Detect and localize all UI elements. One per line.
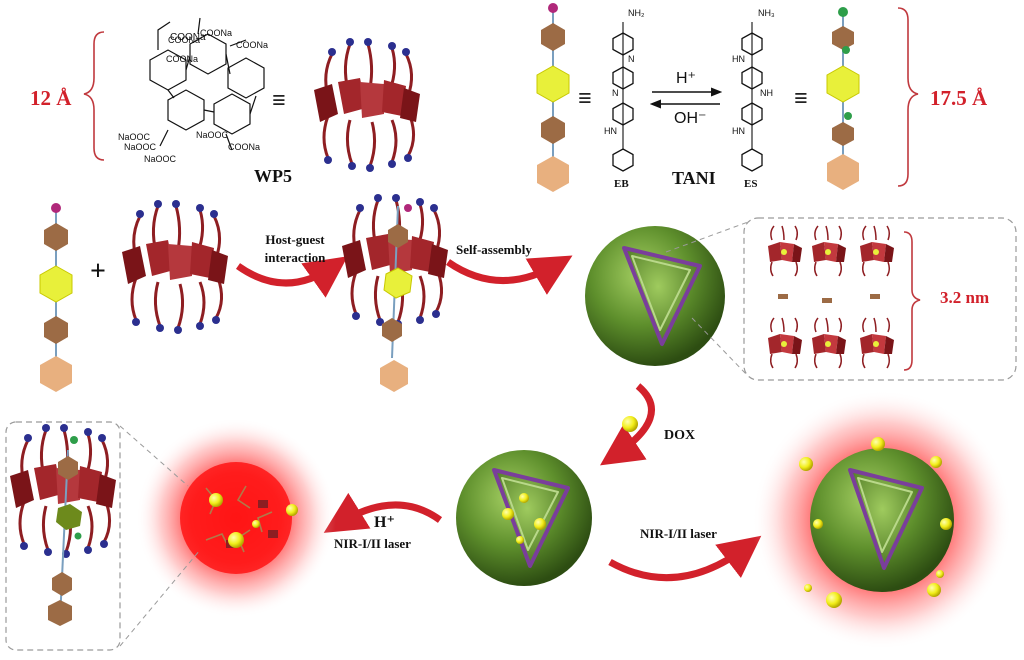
wp5-title: WP5 bbox=[254, 166, 292, 186]
release-left-arrow bbox=[323, 492, 443, 533]
release-right-arrow bbox=[608, 535, 762, 582]
eb-n-2: N bbox=[612, 88, 619, 98]
substituent-label: COONa bbox=[236, 40, 268, 50]
acid-label: H⁺ bbox=[676, 70, 696, 87]
guest-equiv-right: ≡ bbox=[794, 86, 808, 112]
wp5-brace bbox=[83, 31, 105, 161]
release-right-laser-label: NIR-I/II laser bbox=[640, 526, 717, 541]
tani-model-left bbox=[536, 2, 570, 193]
eb-hn: HN bbox=[604, 126, 617, 136]
eb-nh2: NH₂ bbox=[628, 8, 645, 18]
vesicle-loaded bbox=[456, 450, 592, 586]
tani-panel bbox=[536, 2, 919, 193]
host-size-label: 12 Å bbox=[30, 86, 72, 110]
es-hn-2: HN bbox=[732, 126, 745, 136]
layer-thickness-label: 3.2 nm bbox=[940, 288, 990, 307]
release-acid-label: H⁺ bbox=[374, 514, 395, 531]
host-guest-label-line2: interaction bbox=[264, 250, 326, 265]
es-structure bbox=[741, 22, 763, 172]
wp5-model bbox=[312, 36, 422, 174]
eb-n-1: N bbox=[628, 54, 635, 64]
wp5-structure bbox=[149, 17, 265, 151]
disassembled-glow bbox=[136, 418, 336, 618]
layer-inset bbox=[665, 217, 1017, 381]
es-label: ES bbox=[744, 178, 758, 190]
vesicle-empty bbox=[585, 226, 725, 366]
eb-label: EB bbox=[614, 178, 629, 190]
guest-size-label: 17.5 Å bbox=[930, 86, 988, 110]
dox-particle bbox=[622, 416, 638, 432]
host-guest-arrow bbox=[235, 256, 348, 298]
substituent-label: NaOOC bbox=[124, 142, 157, 152]
plus-sign: + bbox=[90, 256, 106, 287]
host-model bbox=[120, 198, 230, 336]
host-guest-label-line1: Host-guest bbox=[265, 232, 325, 247]
substituent-label: NaOOC bbox=[144, 154, 177, 164]
es-nh: NH bbox=[760, 88, 773, 98]
substituent-label: NaOOC bbox=[118, 132, 151, 142]
base-label: OH⁻ bbox=[674, 110, 707, 127]
tani-title: TANI bbox=[672, 168, 716, 188]
host-guest-complex bbox=[340, 192, 450, 392]
substituent-label: COONa bbox=[228, 142, 260, 152]
dox-label: DOX bbox=[664, 428, 696, 443]
complex-inset bbox=[5, 421, 201, 651]
es-hn-1: HN bbox=[732, 54, 745, 64]
es-nh3: NH₃ bbox=[758, 8, 775, 18]
self-assembly-label: Self-assembly bbox=[456, 242, 532, 257]
substituent-label: COONa bbox=[166, 54, 198, 64]
eb-structure bbox=[612, 22, 634, 172]
substituent-label: COONa bbox=[200, 28, 232, 38]
svg-text:COONa: COONa bbox=[170, 32, 206, 43]
tani-model-right bbox=[826, 7, 860, 190]
substituent-label: NaOOC bbox=[196, 130, 229, 140]
host-equiv-symbol: ≡ bbox=[272, 88, 286, 114]
self-assembly-arrow bbox=[446, 255, 573, 295]
substituent-label: COONa bbox=[168, 35, 200, 45]
vesicle-release bbox=[752, 390, 1012, 650]
guest-equiv-left: ≡ bbox=[578, 86, 592, 112]
release-left-laser-label: NIR-I/II laser bbox=[334, 536, 411, 551]
dox-arrow bbox=[600, 383, 655, 466]
wp5-panel: COONa bbox=[83, 17, 265, 161]
tani-brace bbox=[897, 7, 919, 187]
guest-model bbox=[39, 202, 73, 393]
